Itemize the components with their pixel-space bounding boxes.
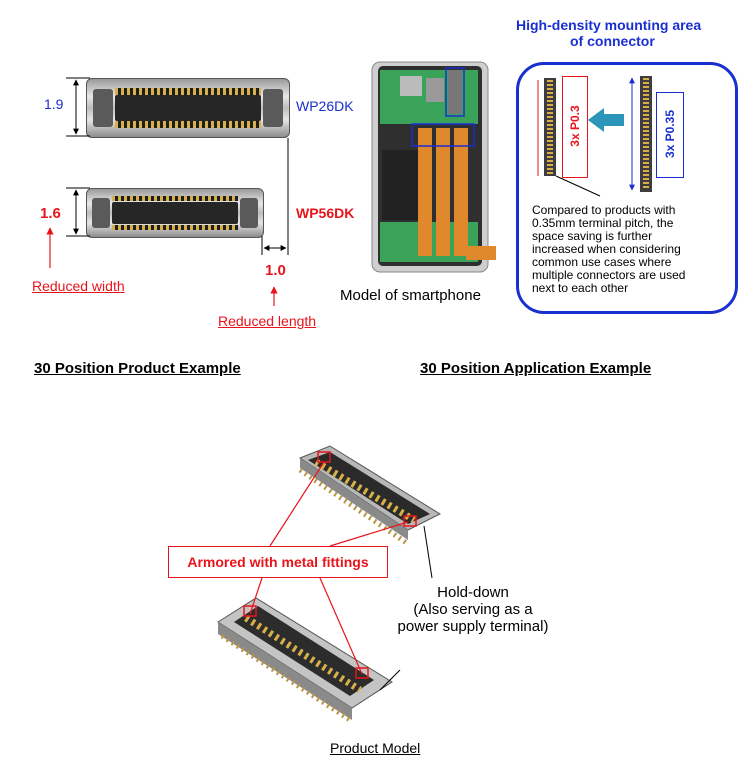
area-title-line2: of connector <box>570 33 655 49</box>
armored-label-box: Armored with metal fittings <box>168 546 388 578</box>
desc-line: 0.35mm terminal pitch, the <box>532 216 674 230</box>
armored-label: Armored with metal fittings <box>187 554 369 570</box>
dimension-1-9-label: 1.9 <box>44 96 64 112</box>
pitch-large-box <box>656 92 684 178</box>
dimension-1-6-label: 1.6 <box>40 205 61 222</box>
product-model-caption: Product Model <box>330 740 421 756</box>
smartphone-caption: Model of smartphone <box>340 287 481 304</box>
desc-line: next to each other <box>532 281 629 295</box>
desc-line: space saving is further <box>532 229 653 243</box>
holddown-line: Hold-down <box>437 584 509 601</box>
wp56dk-connector-image <box>86 188 264 238</box>
dimension-1-0-label: 1.0 <box>265 262 286 279</box>
wp56dk-label: WP56DK <box>296 205 355 221</box>
reduced-length-label: Reduced length <box>218 313 317 329</box>
area-description: Compared to products with 0.35mm termina… <box>532 204 685 295</box>
holddown-text: Hold-down (Also serving as a power suppl… <box>378 584 568 635</box>
holddown-line: power supply terminal) <box>397 618 549 635</box>
desc-line: common use cases where <box>532 255 672 269</box>
wp26dk-connector-image <box>86 78 290 138</box>
reduced-width-label: Reduced width <box>32 278 125 294</box>
holddown-line: (Also serving as a <box>413 601 533 618</box>
application-example-caption: 30 Position Application Example <box>420 360 652 377</box>
desc-line: multiple connectors are used <box>532 268 686 282</box>
wp26dk-label: WP26DK <box>296 98 354 114</box>
product-example-caption: 30 Position Product Example <box>34 360 241 377</box>
desc-line: Compared to products with <box>532 203 676 217</box>
pitch-small-box <box>562 76 588 178</box>
area-title-line1: High-density mounting area <box>516 17 702 33</box>
desc-line: increased when considering <box>532 242 681 256</box>
area-rounded-box <box>516 62 738 314</box>
